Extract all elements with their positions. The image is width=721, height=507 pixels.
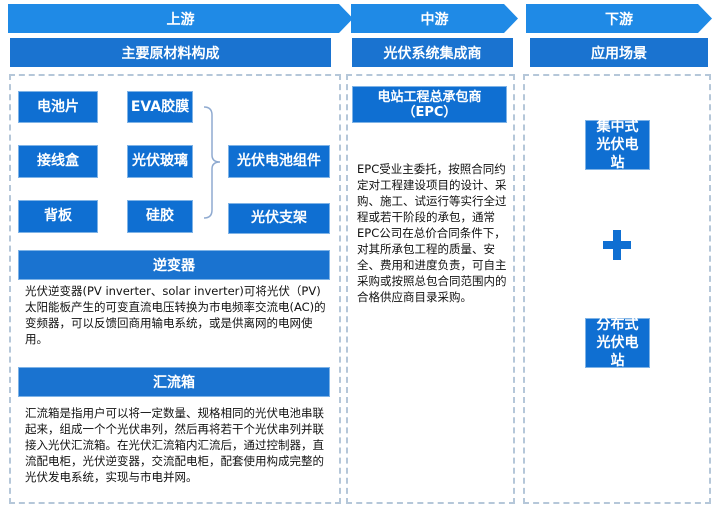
- combiner-title: 汇流箱: [18, 367, 330, 397]
- material-silicone: 硅胶: [127, 200, 193, 233]
- product-pv-module: 光伏电池组件: [228, 145, 330, 178]
- material-eva: EVA胶膜: [127, 91, 193, 123]
- material-junction-box: 接线盒: [18, 145, 98, 178]
- header-integrators: 光伏系统集成商: [352, 38, 513, 67]
- inverter-description: 光伏逆变器(PV inverter、solar inverter)可将光伏（PV…: [25, 284, 326, 346]
- epc-subtitle: （EPC）: [402, 104, 457, 120]
- stage-midstream: 中游: [351, 4, 518, 33]
- stage-upstream: 上游: [8, 4, 353, 33]
- stage-downstream: 下游: [526, 4, 712, 33]
- bracket: [203, 106, 221, 219]
- midstream-panel: [346, 74, 515, 504]
- header-materials: 主要原材料构成: [10, 38, 331, 67]
- material-backsheet: 背板: [18, 200, 98, 233]
- product-pv-mount: 光伏支架: [228, 203, 330, 234]
- app-centralized: 集中式光伏电站: [585, 119, 650, 171]
- epc-title: 电站工程总承包商: [377, 89, 482, 105]
- inverter-title: 逆变器: [18, 250, 330, 280]
- combiner-description: 汇流箱是指用户可以将一定数量、规格相同的光伏电池串联起来，组成一个个光伏串列，然…: [25, 406, 324, 484]
- epc-description: EPC受业主委托，按照合同约定对工程建设项目的设计、采购、施工、试运行等实行全过…: [357, 162, 507, 304]
- app-distributed: 分布式光伏电站: [585, 317, 650, 369]
- downstream-panel: [523, 74, 711, 504]
- epc-box: 电站工程总承包商 （EPC）: [352, 86, 507, 123]
- header-applications: 应用场景: [530, 38, 708, 67]
- material-cell: 电池片: [18, 91, 98, 123]
- upstream-panel: [9, 74, 341, 504]
- material-glass: 光伏玻璃: [127, 145, 193, 178]
- plus-icon: [603, 230, 631, 260]
